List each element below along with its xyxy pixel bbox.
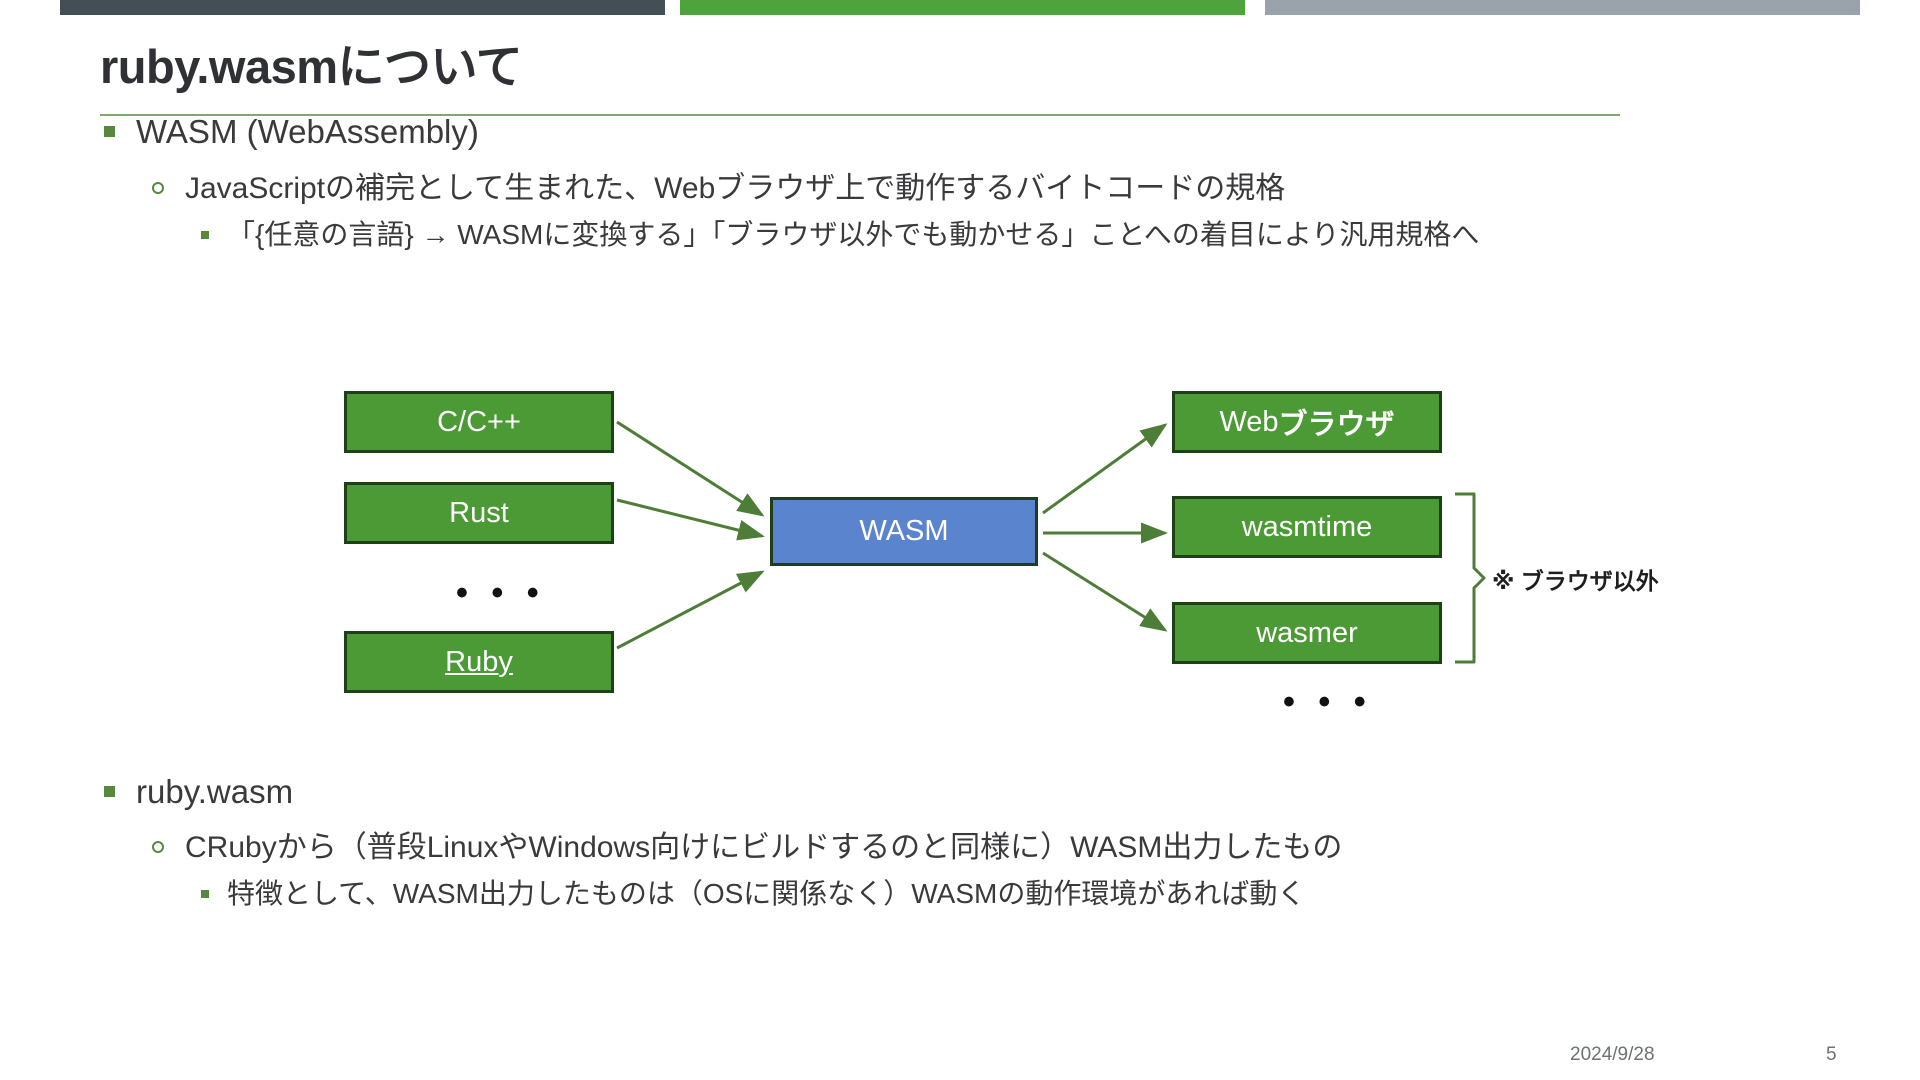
circle-bullet-icon [152, 841, 164, 853]
bullet-level1: WASM (WebAssembly) [104, 113, 479, 151]
small-square-bullet-icon [201, 231, 209, 239]
diagram-node-wasmtime: wasmtime [1172, 496, 1442, 558]
square-bullet-icon [104, 126, 115, 137]
footer-page-number: 5 [1826, 1044, 1837, 1065]
node-label: Rust [449, 496, 509, 529]
square-bullet-icon [104, 786, 115, 797]
bullet-text: JavaScriptの補完として生まれた、Webブラウザ上で動作するバイトコード… [185, 172, 1286, 205]
node-label-jp: ブラウザ [1278, 409, 1395, 441]
bullet-level3: 特徴として、WASM出力したものは（OSに関係なく）WASMの動作環境があれば動… [201, 872, 1305, 912]
bullet-text: ruby.wasm [136, 773, 294, 810]
brace-non-browser [1455, 492, 1486, 664]
source-ellipsis: • • • [456, 574, 546, 612]
diagram-node-wasm: WASM [770, 497, 1038, 566]
node-label: wasmer [1256, 616, 1358, 649]
bullet-level3: 「{任意の言語} → WASMに変換する」「ブラウザ以外でも動かせる」ことへの着… [201, 213, 1479, 253]
bullet-text: CRubyから（普段LinuxやWindows向けにビルドするのと同様に）WAS… [185, 831, 1343, 864]
arrow-wasm-to-wasmer [1042, 551, 1168, 632]
target-ellipsis: • • • [1283, 683, 1373, 721]
bullet-text: 「{任意の言語} → WASMに変換する」「ブラウザ以外でも動かせる」ことへの着… [227, 219, 1480, 250]
small-square-bullet-icon [201, 890, 209, 898]
node-label: C/C++ [437, 405, 521, 438]
arrow-ruby-to-wasm [616, 570, 765, 650]
node-label-latin: Web [1219, 405, 1279, 438]
arrow-rust-to-wasm [616, 498, 765, 541]
bullet-level2: JavaScriptの補完として生まれた、Webブラウザ上で動作するバイトコード… [152, 163, 1285, 207]
diagram-node-ruby: Ruby [344, 631, 614, 693]
bullet-text: WASM (WebAssembly) [136, 113, 479, 150]
bullet-level2: CRubyから（普段LinuxやWindows向けにビルドするのと同様に）WAS… [152, 822, 1342, 866]
arrow-wasm-to-browser [1042, 423, 1168, 515]
topbar-dark-segment [60, 0, 665, 15]
title-underline-rule [100, 114, 1620, 116]
topbar-gray-segment [1265, 0, 1860, 15]
arrow-cpp-to-wasm [616, 420, 765, 517]
brace-label-non-browser: ※ ブラウザ以外 [1492, 568, 1659, 594]
node-label: WASM [859, 515, 949, 547]
diagram-node-rust: Rust [344, 482, 614, 544]
topbar-green-segment [680, 0, 1245, 15]
diagram-node-cpp: C/C++ [344, 391, 614, 453]
node-label: wasmtime [1241, 510, 1373, 543]
bullet-level1: ruby.wasm [104, 773, 293, 811]
node-label: Ruby [445, 645, 513, 678]
diagram-node-wasmer: wasmer [1172, 602, 1442, 664]
circle-bullet-icon [152, 182, 164, 194]
page-title: ruby.wasmについて [100, 40, 523, 93]
bullet-text: 特徴として、WASM出力したものは（OSに関係なく）WASMの動作環境があれば動… [227, 878, 1306, 909]
footer-date: 2024/9/28 [1570, 1044, 1655, 1065]
